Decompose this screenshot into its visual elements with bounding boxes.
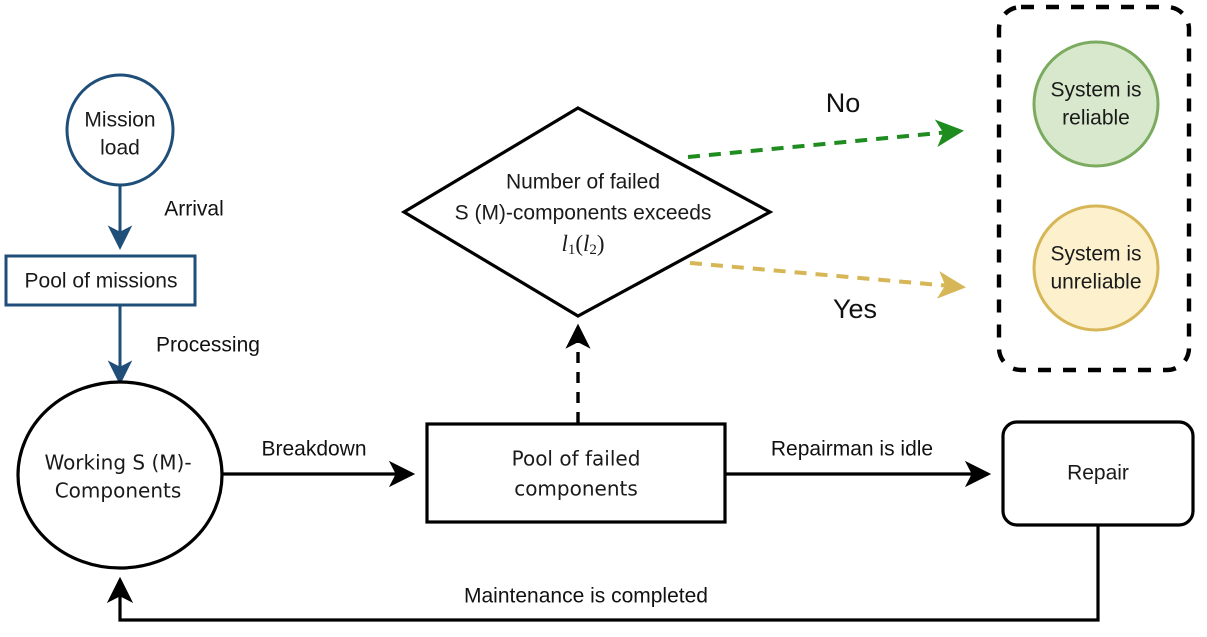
working-components-shape	[16, 380, 224, 570]
threshold-l2-base: l	[583, 231, 589, 256]
threshold-close-paren: )	[597, 231, 605, 256]
node-pool-of-missions[interactable]: Pool of missions	[4, 254, 197, 307]
system-reliable-shape	[1032, 40, 1160, 168]
mission-load-label-line2: load	[100, 137, 140, 160]
pool-of-failed-label-line1: Pool of failed	[512, 447, 641, 471]
edge-processing: Processing	[107, 306, 260, 386]
edge-label-repairman-idle: Repairman is idle	[771, 438, 933, 461]
pool-of-missions-shape	[4, 254, 197, 307]
system-reliable-label-line1: System is	[1050, 79, 1141, 102]
edge-arrival: Arrival	[107, 186, 224, 251]
system-unreliable-label-line1: System is	[1050, 243, 1141, 266]
decision-yes-arrow	[689, 261, 966, 299]
maintenance-completed-path	[106, 525, 1100, 622]
edge-breakdown: Breakdown	[222, 438, 416, 488]
decision-label-threshold: l1(l2)	[561, 231, 604, 258]
pool-of-missions-label: Pool of missions	[25, 270, 178, 293]
node-decision-diamond[interactable]: Number of failed S (M)-components exceed…	[400, 106, 774, 318]
repair-label: Repair	[1067, 462, 1129, 485]
node-system-reliable[interactable]: System is reliable	[1032, 40, 1160, 168]
decision-no-arrow	[687, 119, 964, 159]
system-unreliable-shape	[1032, 204, 1160, 332]
pool-of-failed-label-line2: components	[514, 477, 638, 501]
pool-of-failed-shape	[425, 422, 727, 524]
working-components-label-line1: Working S (M)-	[44, 451, 191, 475]
node-mission-load[interactable]: Mission load	[65, 73, 175, 187]
threshold-l2-sub: 2	[589, 242, 597, 258]
node-system-unreliable[interactable]: System is unreliable	[1032, 204, 1160, 332]
node-repair[interactable]: Repair	[1001, 420, 1195, 527]
mission-load-shape	[65, 73, 175, 187]
threshold-l1-base: l	[561, 231, 567, 256]
edge-label-yes: Yes	[833, 294, 877, 324]
node-working-components[interactable]: Working S (M)- Components	[16, 380, 224, 570]
decision-label-line1: Number of failed	[506, 171, 660, 194]
threshold-open-paren: (	[575, 231, 583, 256]
edge-label-maintenance-completed: Maintenance is completed	[464, 585, 708, 608]
edge-label-arrival: Arrival	[164, 198, 224, 221]
edge-maintenance-completed: Maintenance is completed	[106, 525, 1100, 622]
edge-label-breakdown: Breakdown	[261, 438, 366, 461]
node-pool-of-failed-components[interactable]: Pool of failed components	[425, 422, 727, 524]
edge-decision-yes: Yes	[689, 261, 966, 324]
system-unreliable-label-line2: unreliable	[1050, 271, 1141, 294]
edge-decision-no: No	[687, 88, 964, 159]
edge-repairman-idle: Repairman is idle	[725, 438, 992, 488]
mission-load-label-line1: Mission	[84, 109, 155, 132]
threshold-l1-sub: 1	[568, 242, 576, 258]
decision-label-line2: S (M)-components exceeds	[455, 202, 712, 225]
system-reliable-label-line2: reliable	[1062, 107, 1130, 130]
edge-label-no: No	[826, 88, 861, 118]
edge-label-processing: Processing	[156, 334, 260, 357]
working-components-label-line2: Components	[55, 479, 182, 503]
decision-diamond-shape	[400, 106, 774, 318]
